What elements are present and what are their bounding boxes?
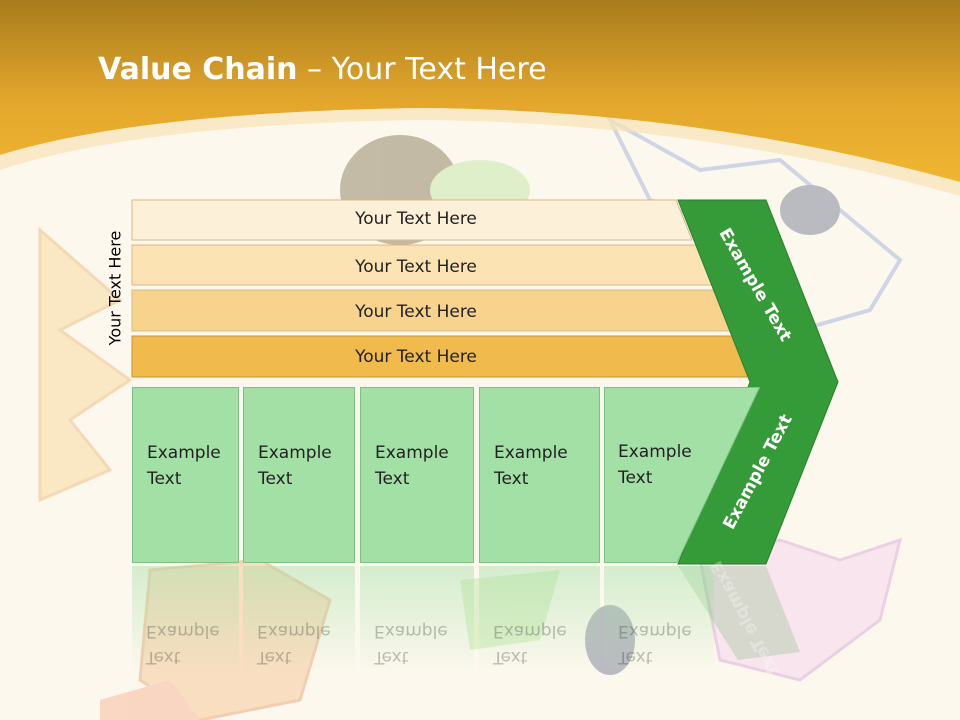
- box-1-reflection: Text Example: [132, 566, 239, 676]
- refl-1-line2: Text: [146, 647, 181, 667]
- slide-title: Value Chain – Your Text Here: [98, 52, 547, 87]
- box-2-line1: Example: [258, 443, 332, 463]
- box-5-reflection: Text Example: [604, 566, 714, 676]
- refl-1-line1: Example: [146, 621, 220, 641]
- box-5-line1: Example: [618, 442, 692, 462]
- box-4-line1: Example: [494, 443, 568, 463]
- box-5-line2: Text: [618, 468, 653, 488]
- bar-4-label: Your Text Here: [355, 347, 477, 367]
- refl-4-line1: Example: [493, 621, 567, 641]
- refl-5-line1: Example: [618, 621, 692, 641]
- refl-2-line2: Text: [257, 647, 292, 667]
- box-1-line1: Example: [147, 443, 221, 463]
- bar-1-label: Your Text Here: [355, 209, 477, 229]
- box-4-reflection: Text Example: [479, 566, 600, 676]
- bar-3-label: Your Text Here: [355, 302, 477, 322]
- refl-5-line2: Text: [618, 647, 653, 667]
- bar-1: [131, 199, 693, 241]
- box-4-line2: Text: [494, 469, 529, 489]
- box-3-line2: Text: [375, 469, 410, 489]
- header-band: [0, 0, 960, 182]
- box-2-line2: Text: [258, 469, 293, 489]
- title-rest: – Your Text Here: [297, 52, 547, 87]
- refl-3-line1: Example: [374, 621, 448, 641]
- side-label: Your Text Here: [105, 230, 125, 346]
- box-1-line2: Text: [147, 469, 182, 489]
- title-bold: Value Chain: [98, 52, 298, 87]
- background-illustration: [38, 115, 903, 720]
- refl-2-line1: Example: [257, 621, 331, 641]
- box-5-shape: [604, 387, 760, 563]
- refl-4-line2: Text: [493, 647, 528, 667]
- box-2-reflection: Text Example: [243, 566, 355, 676]
- box-3-line1: Example: [375, 443, 449, 463]
- box-3-reflection: Text Example: [360, 566, 474, 676]
- refl-3-line2: Text: [374, 647, 409, 667]
- bar-2-label: Your Text Here: [355, 257, 477, 277]
